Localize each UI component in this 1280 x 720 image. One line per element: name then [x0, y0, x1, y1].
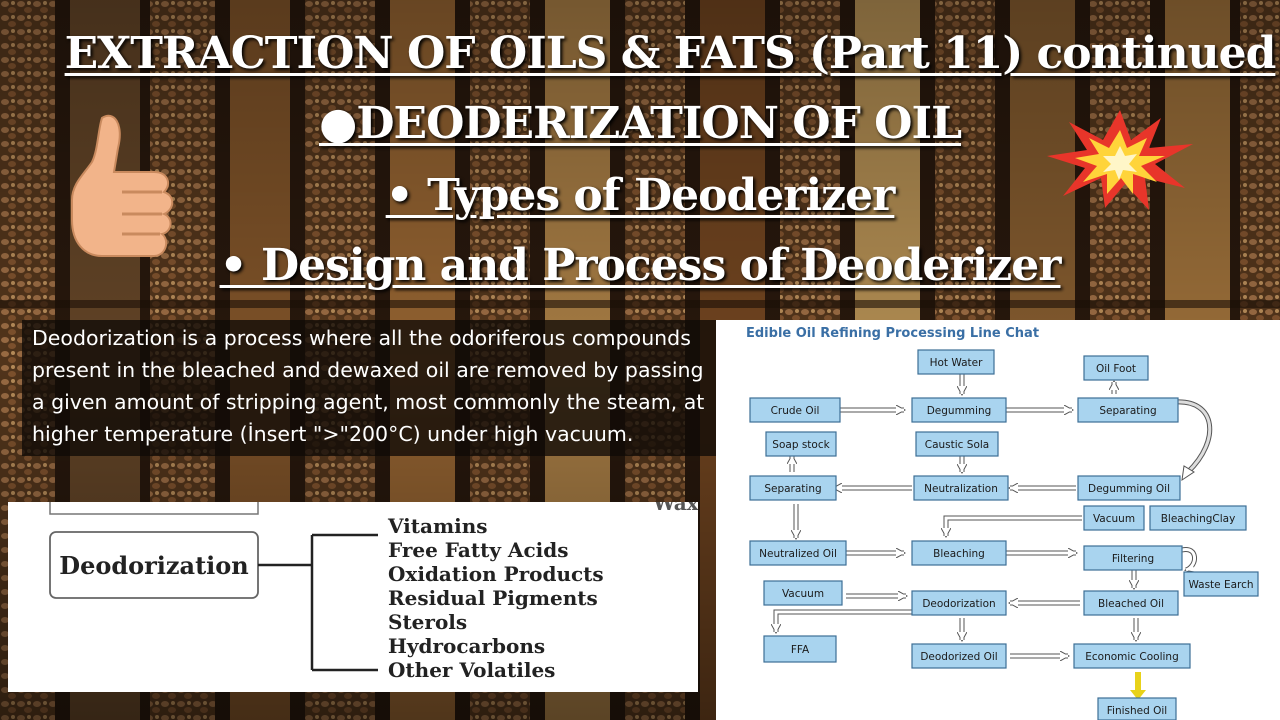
node-hot-water — [917, 349, 995, 375]
node-degumming-oil — [1077, 475, 1181, 501]
node-caustic-sola-label: Caustic Sola — [925, 439, 989, 451]
refining-flowchart: .nd { fill: #a9d4ef; stroke: #3d6f95; st… — [716, 320, 1280, 720]
removed-item: Free Fatty Acids — [388, 538, 568, 562]
node-ffa — [763, 635, 837, 663]
node-neutralization — [913, 475, 1009, 501]
node-vacuum-1 — [1083, 505, 1145, 531]
node-bleached-oil — [1083, 590, 1179, 616]
node-degumming — [911, 397, 1007, 423]
node-separating-1 — [1077, 397, 1179, 423]
node-deodorization — [911, 590, 1007, 616]
node-filtering — [1083, 545, 1183, 571]
node-ffa-label: FFA — [791, 644, 810, 656]
flow-arrows — [776, 374, 1213, 700]
node-soap-stock-label: Soap stock — [772, 439, 830, 451]
main-title: EXTRACTION OF OILS & FATS (Part 11) cont… — [64, 28, 1277, 79]
deodorization-label: Deodorization — [59, 551, 248, 580]
node-bleached-oil-label: Bleached Oil — [1098, 598, 1164, 610]
node-separating-1-label: Separating — [1099, 405, 1156, 417]
removed-item: Other Volatiles — [388, 658, 555, 682]
node-economic-cooling — [1073, 643, 1191, 669]
node-finished-oil-label: Finished Oil — [1107, 705, 1167, 717]
node-degumming-label: Degumming — [927, 405, 992, 417]
node-bleaching-label: Bleaching — [933, 548, 985, 560]
partial-label-wax: Wax — [652, 502, 698, 515]
node-soap-stock — [765, 431, 837, 457]
partial-box-top — [49, 502, 259, 515]
node-vacuum-2 — [763, 580, 843, 606]
node-separating-2-label: Separating — [764, 483, 821, 495]
node-bleaching-clay — [1149, 505, 1247, 531]
node-crude-oil — [749, 397, 841, 423]
node-bleaching — [911, 540, 1007, 566]
node-neutralized-oil-label: Neutralized Oil — [759, 548, 837, 560]
node-waste-earch-label: Waste Earch — [1188, 579, 1253, 591]
removed-item: Sterols — [388, 610, 467, 634]
node-neutralized-oil — [749, 540, 847, 566]
node-economic-cooling-label: Economic Cooling — [1085, 651, 1179, 663]
node-waste-earch — [1183, 571, 1259, 597]
deodorization-description: Deodorization is a process where all the… — [22, 320, 722, 456]
section-heading: ●DEODERIZATION OF OIL — [318, 98, 962, 149]
node-oil-foot-label: Oil Foot — [1096, 363, 1136, 375]
node-bleaching-clay-label: BleachingClay — [1161, 513, 1236, 525]
node-vacuum-2-label: Vacuum — [782, 588, 824, 600]
node-deodorized-oil-label: Deodorized Oil — [920, 651, 997, 663]
node-neutralization-label: Neutralization — [924, 483, 998, 495]
deodorization-removal-diagram: Wax Deodorization Vitamins Free Fatty Ac… — [8, 502, 698, 692]
flowchart-title: Edible Oil Refining Processing Line Chat — [746, 326, 1039, 341]
node-crude-oil-label: Crude Oil — [771, 405, 820, 417]
node-deodorized-oil — [911, 643, 1007, 669]
node-degumming-oil-label: Degumming Oil — [1088, 483, 1170, 495]
explosion-icon — [1047, 110, 1193, 210]
node-finished-oil — [1097, 697, 1177, 720]
node-filtering-label: Filtering — [1112, 553, 1154, 565]
node-deodorization-label: Deodorization — [922, 598, 995, 610]
bullet-design: • Design and Process of Deoderizer — [219, 240, 1062, 291]
thumbs-up-icon — [71, 114, 174, 257]
node-hot-water-label: Hot Water — [930, 357, 983, 369]
node-caustic-sola — [915, 431, 999, 457]
node-oil-foot — [1083, 355, 1149, 381]
removed-item: Vitamins — [387, 514, 488, 538]
removed-item: Hydrocarbons — [388, 634, 545, 658]
removed-item: Residual Pigments — [388, 586, 598, 610]
removed-item: Oxidation Products — [388, 562, 604, 586]
bullet-types: • Types of Deoderizer — [385, 170, 896, 221]
node-separating-2 — [749, 475, 837, 501]
node-vacuum-1-label: Vacuum — [1093, 513, 1135, 525]
